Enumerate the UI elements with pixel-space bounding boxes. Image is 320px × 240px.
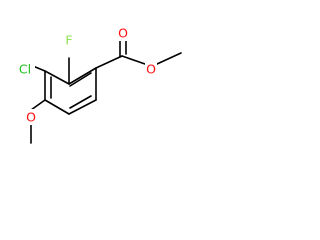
ring-bond-c2-c3 [44,70,70,85]
carbonyl-oxygen-label: O [118,26,128,41]
bond-ring-to-carbonyl-carbon [95,55,123,69]
methoxy-oxygen-atom: O [25,109,37,125]
ring-bond-c1-c2 [68,67,97,85]
chlorine-label: Cl [19,62,31,77]
carbonyl-oxygen-atom: O [117,25,129,41]
molecule-structure-diagram: F Cl O O O [15,25,182,144]
bond-ring-to-methoxy-oxygen [30,99,46,111]
inner-bond-c1-c2 [69,72,92,87]
methoxy-oxygen-label: O [26,110,36,125]
bond-carbonyl-carbon-to-ester-oxygen [121,55,146,65]
ring-bond-c5-c6 [68,99,97,115]
ester-oxygen-label: O [146,62,156,77]
benzene-ring [44,67,97,115]
bond-ester-oxygen-to-methyl [156,52,182,65]
inner-bond-c5-c6 [69,95,92,109]
ring-bond-c4-c5 [44,99,70,115]
chlorine-atom: Cl [15,61,35,77]
fluorine-atom: F [63,32,75,48]
ester-oxygen-atom: O [145,61,157,77]
aromatic-inner-bonds [50,72,92,109]
fluorine-label: F [65,33,72,48]
